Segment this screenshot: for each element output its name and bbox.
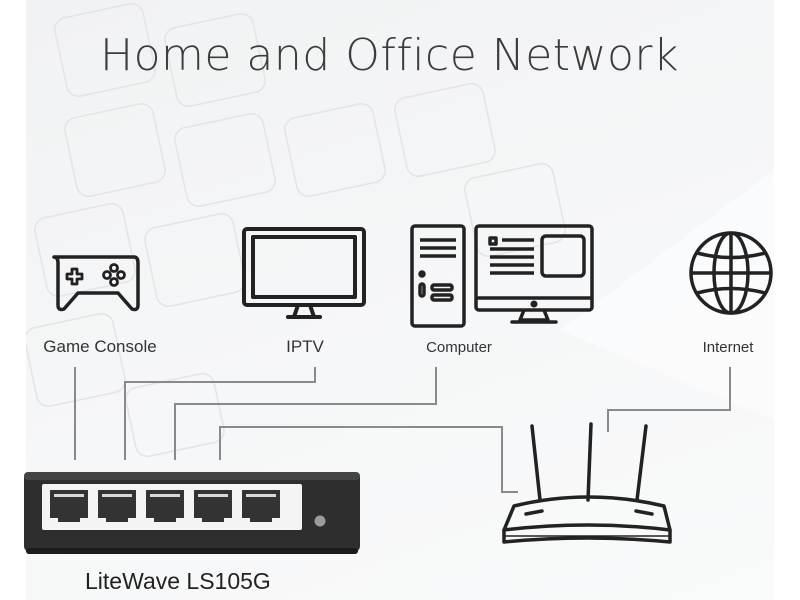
keyboard-watermark xyxy=(26,3,774,458)
label-game-console: Game Console xyxy=(43,337,157,356)
game-controller-icon xyxy=(52,255,140,312)
line-iptv xyxy=(124,367,316,460)
line-switch-router xyxy=(219,426,518,493)
network-switch-icon xyxy=(24,472,360,554)
tv-monitor-icon xyxy=(242,227,366,319)
label-internet: Internet xyxy=(702,339,754,356)
desktop-computer-icon xyxy=(410,224,594,328)
wireless-router-icon xyxy=(502,422,672,544)
line-computer xyxy=(174,367,437,460)
switch-label: LiteWave LS105G xyxy=(85,568,271,594)
globe-icon xyxy=(689,231,773,315)
label-iptv: IPTV xyxy=(286,337,324,356)
label-computer: Computer xyxy=(426,339,492,356)
page-title: Home and Office Network xyxy=(100,30,679,81)
line-internet xyxy=(607,367,731,432)
